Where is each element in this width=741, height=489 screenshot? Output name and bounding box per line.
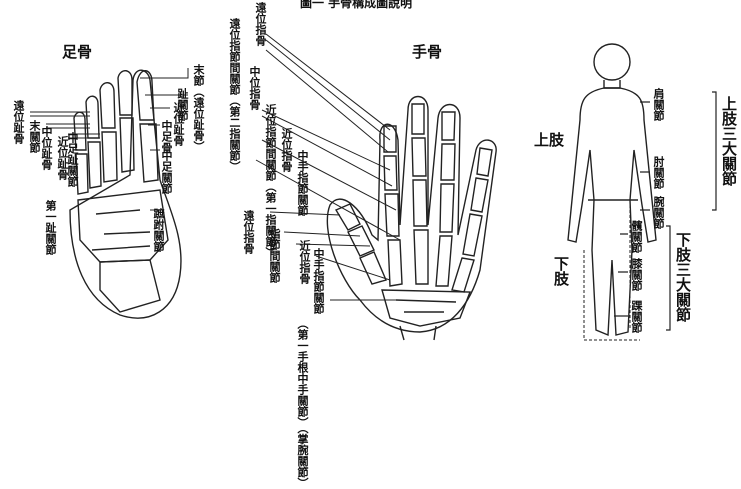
index-finger-bones bbox=[384, 126, 399, 236]
ring-finger-bones bbox=[440, 112, 455, 232]
hand-label-middle-phalanx: 中位指骨 bbox=[248, 66, 260, 110]
label-upper-three: 上肢三大關節 bbox=[720, 96, 737, 186]
hand-label-distal-phalanx: 遠位指骨 bbox=[254, 2, 266, 46]
hand-label-mcp-joint: 中手指節關節 bbox=[296, 150, 308, 216]
foot-skeleton bbox=[70, 70, 181, 318]
label-ankle: 踝關節 bbox=[630, 300, 642, 333]
metacarpal-bones bbox=[388, 230, 474, 292]
neck bbox=[604, 80, 620, 88]
carpal-bones bbox=[382, 290, 470, 326]
body-outline bbox=[568, 88, 656, 335]
heel-region bbox=[100, 260, 160, 312]
foot-label-distal-joint: 末關節 bbox=[28, 120, 40, 153]
hand-title: 手骨 bbox=[412, 44, 442, 61]
label-wrist: 腕關節 bbox=[652, 196, 664, 229]
label-shoulder: 肩關節 bbox=[652, 88, 664, 121]
foot-label-first-toe-joint: 第一趾關節 bbox=[44, 200, 56, 255]
figure-stage: 圖一 手骨構成圖說明 bbox=[0, 0, 741, 469]
foot-label-middle-foot-joint: 中足關節 bbox=[160, 150, 172, 194]
head bbox=[594, 44, 630, 80]
toe-3-distal bbox=[100, 83, 115, 128]
foot-label-end-joint: 末節（遠位趾骨） bbox=[192, 64, 204, 152]
hand-skeleton bbox=[327, 97, 496, 341]
foot-label-distal-phalanx: 遠位趾骨 bbox=[12, 100, 24, 144]
foot-label-pip-joint: 中足趾關節 bbox=[66, 132, 78, 187]
label-hip: 髖關節 bbox=[630, 220, 642, 253]
tarsal-lines bbox=[92, 210, 150, 250]
little-finger-bones bbox=[463, 148, 492, 256]
body-figure bbox=[568, 44, 656, 335]
hand-label-proximal-phalanx-2: 近位指骨 bbox=[298, 240, 310, 284]
label-elbow: 肘關節 bbox=[652, 156, 664, 189]
label-lower-three: 下肢三大關節 bbox=[674, 232, 691, 322]
label-lower-limb: 下肢 bbox=[552, 256, 569, 286]
foot-label-middle-foot-bone: 中足骨 bbox=[160, 120, 172, 153]
toe-3-proximal bbox=[102, 132, 117, 182]
hand-label-proximal-phalanx: 近位指骨 bbox=[280, 128, 292, 172]
hand-label-mcp-joint-2: 中手指節關節 bbox=[312, 248, 324, 314]
foot-title: 足骨 bbox=[62, 44, 92, 61]
wrist-bones bbox=[400, 326, 436, 340]
toe-4-proximal bbox=[88, 142, 101, 188]
label-upper-limb: 上肢 bbox=[534, 132, 564, 149]
foot-label-middle-phalanx: 中位趾骨 bbox=[40, 126, 52, 170]
foot-label-proximal-toe-bone: 近位趾骨 bbox=[172, 102, 184, 146]
hand-label-distal-joint-phalanx: 遠位指節間關節（第二指關節） bbox=[228, 18, 240, 172]
toe-2-distal bbox=[118, 71, 132, 115]
hand-label-first-cmc: （第一手根中手關節）（掌腕關節） bbox=[296, 318, 308, 489]
toe-4-distal bbox=[86, 96, 99, 138]
foot-label-tarsal-joint: 蹠跗關節 bbox=[152, 208, 164, 252]
hand-label-pip-joint-2: 指節間關節 bbox=[268, 228, 280, 283]
label-knee: 膝關節 bbox=[630, 258, 642, 291]
hand-label-distal-phalanx-2: 遠位指骨 bbox=[242, 210, 254, 254]
middle-finger-bones bbox=[412, 104, 427, 226]
